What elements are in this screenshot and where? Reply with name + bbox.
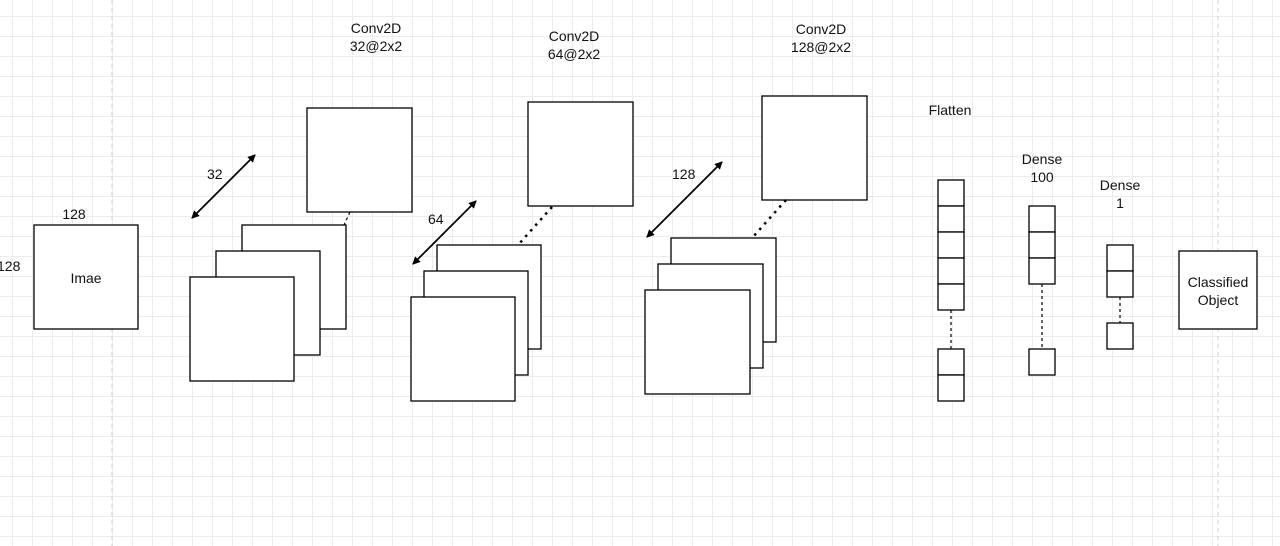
conv-block-2-connector <box>517 206 553 246</box>
feature-map-2a <box>410 296 516 402</box>
flatten-cell <box>937 257 965 285</box>
conv-block-1: Conv2D 32@2x2 32 <box>189 20 413 382</box>
output-label-line2: Object <box>1198 292 1239 308</box>
input-image-label: Imae <box>70 270 101 286</box>
conv-block-3-title: Conv2D <box>796 21 847 37</box>
conv-block-3-connector <box>751 199 787 239</box>
conv-block-2-depth-label: 64 <box>428 211 444 227</box>
dense-layer-2: Dense 1 <box>1100 177 1141 350</box>
depth-arrow-2 <box>412 200 477 265</box>
conv-block-3-kernel <box>761 95 868 201</box>
dense-2-cell <box>1106 322 1134 350</box>
dense-2-title: Dense <box>1100 177 1141 193</box>
flatten-cell <box>937 179 965 207</box>
depth-arrow-1 <box>191 154 256 219</box>
conv-block-2-title: Conv2D <box>549 28 600 44</box>
flatten-cell <box>937 231 965 259</box>
output-node: Classified Object <box>1178 250 1258 330</box>
conv-block-2-filters: 64@2x2 <box>548 46 601 62</box>
conv-block-1-kernel <box>306 107 413 213</box>
input-image-box <box>33 224 139 330</box>
conv-block-3-depth-label: 128 <box>672 166 696 182</box>
flatten-cell <box>937 348 965 376</box>
flatten-cell <box>937 205 965 233</box>
dense-layer-1: Dense 100 <box>1022 151 1063 376</box>
flatten-cell <box>937 283 965 311</box>
conv-block-2: Conv2D 64@2x2 64 <box>410 28 634 402</box>
conv-block-3-filters: 128@2x2 <box>791 39 851 55</box>
conv-block-1-depth-label: 32 <box>207 166 223 182</box>
input-width-label: 128 <box>62 206 86 222</box>
flatten-label: Flatten <box>929 102 972 118</box>
dense-2-units: 1 <box>1116 195 1124 211</box>
input-height-label: 128 <box>0 258 21 274</box>
dense-1-cell <box>1028 257 1056 285</box>
dense-1-title: Dense <box>1022 151 1063 167</box>
conv-block-3: Conv2D 128@2x2 128 <box>644 21 868 395</box>
dense-1-units: 100 <box>1030 169 1054 185</box>
dense-2-cell <box>1106 270 1134 298</box>
output-box <box>1178 250 1258 330</box>
output-label-line1: Classified <box>1188 274 1249 290</box>
dense-1-cell <box>1028 231 1056 259</box>
flatten-cell <box>937 374 965 402</box>
dense-1-cell <box>1028 205 1056 233</box>
input-image-node: Imae 128 128 <box>0 206 139 330</box>
dense-1-cell <box>1028 348 1056 376</box>
conv-block-1-filters: 32@2x2 <box>350 38 403 54</box>
conv-block-2-kernel <box>527 101 634 207</box>
conv-block-1-connector <box>343 211 351 226</box>
feature-map-3a <box>644 289 751 395</box>
dense-2-cell <box>1106 244 1134 272</box>
feature-map-1a <box>189 276 295 382</box>
depth-arrow-3 <box>646 161 723 238</box>
flatten-layer: Flatten <box>929 102 972 402</box>
conv-block-1-title: Conv2D <box>351 20 402 36</box>
